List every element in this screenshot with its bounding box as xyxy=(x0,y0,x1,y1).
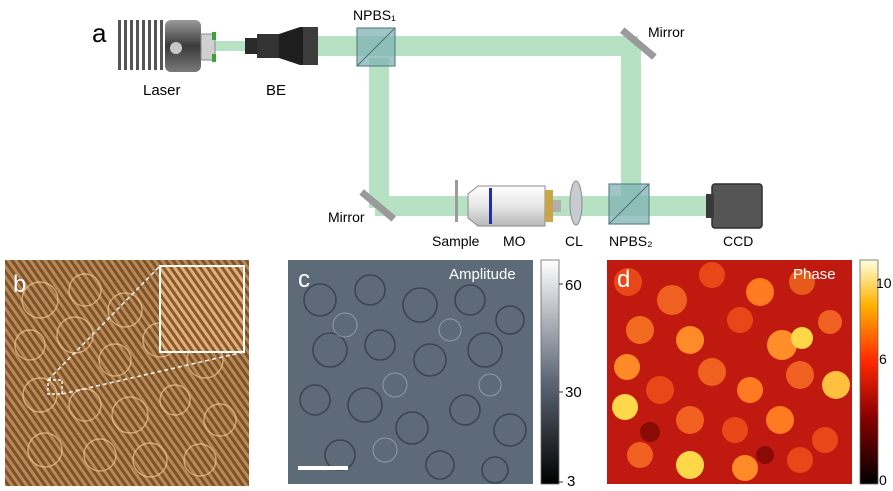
sample-label: Sample xyxy=(432,233,480,249)
mo-label: MO xyxy=(503,233,526,249)
panel-d: d Phase 10 6 0 xyxy=(607,259,892,488)
panel-c: c Amplitude 60 30 3 xyxy=(288,259,582,490)
mirror-left-icon xyxy=(359,189,397,222)
phase-colorbar xyxy=(859,259,879,485)
cl-label: CL xyxy=(565,233,583,249)
phase-cells xyxy=(612,262,850,481)
cylindrical-lens-icon xyxy=(569,180,583,226)
mirror-left-label: Mirror xyxy=(328,209,365,225)
panel-a: a Laser xyxy=(92,7,763,249)
npbs1-cube-icon xyxy=(356,27,396,67)
npbs2-cube-icon xyxy=(608,183,650,225)
amplitude-colorbar xyxy=(540,259,560,485)
panel-d-letter: d xyxy=(617,266,630,293)
amplitude-tick-top: 60 xyxy=(565,277,582,294)
laser-icon xyxy=(118,20,216,72)
laser-fins xyxy=(118,20,163,70)
panel-b-letter: b xyxy=(13,271,26,298)
beam-right xyxy=(621,45,641,215)
be-label: BE xyxy=(266,82,286,99)
npbs1-label: NPBS₁ xyxy=(353,7,396,23)
beam-laser-be xyxy=(215,41,245,51)
amplitude-cells xyxy=(299,274,527,484)
panel-b: b xyxy=(5,260,249,486)
beam-left xyxy=(369,58,389,208)
beam-expander-icon xyxy=(245,27,318,65)
scale-bar xyxy=(298,466,348,470)
panel-a-letter: a xyxy=(92,18,107,48)
sample-slide-icon xyxy=(455,180,458,222)
phase-title: Phase xyxy=(793,266,836,283)
amplitude-tick-bottom: 3 xyxy=(567,473,575,490)
amplitude-image xyxy=(288,260,533,484)
mirror-top-label: Mirror xyxy=(648,24,685,40)
phase-tick-mid: 6 xyxy=(879,351,887,367)
amplitude-title: Amplitude xyxy=(449,266,516,283)
laser-label: Laser xyxy=(143,82,181,99)
amplitude-tick-mid: 30 xyxy=(565,384,582,401)
hologram-zoom-inset xyxy=(159,265,245,353)
ccd-label: CCD xyxy=(723,233,753,249)
npbs2-label: NPBS₂ xyxy=(609,233,653,249)
panel-c-letter: c xyxy=(298,266,310,293)
mirror-top-icon xyxy=(619,27,657,60)
ccd-camera-icon xyxy=(706,183,763,229)
phase-tick-bottom: 0 xyxy=(879,472,887,488)
beam-top xyxy=(318,36,638,56)
phase-tick-top: 10 xyxy=(876,275,892,291)
zoom-region-box xyxy=(47,379,63,395)
microscope-objective-icon xyxy=(467,185,561,227)
